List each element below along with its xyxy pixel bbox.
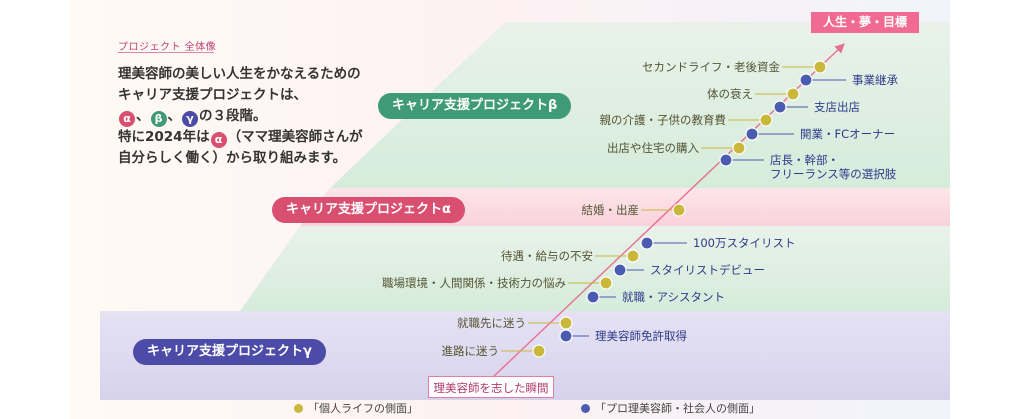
legend-pro-text: 「プロ理美容師・社会人の側面」 [595,402,760,415]
milestone-label-3: 就職先に迷う [457,316,526,330]
beta-badge: β [150,111,167,127]
tag-underline [118,52,214,53]
milestone-label-16: 事業継承 [852,73,898,87]
project-alpha-label: キャリア支援プロジェクトα [272,197,465,223]
pro-milestone-dot-10 [719,153,733,167]
stages-suffix: の３段階。 [199,108,267,124]
project-beta-label: キャリア支援プロジェクトβ [378,93,572,119]
legend-pro-dot [581,404,590,413]
intro-line-4-prefix: 特に2024年は [118,129,210,145]
life-milestone-dot-7 [626,249,640,263]
milestone-label-10: 店長・幹部・フリーランス等の選択肢 [770,153,897,181]
milestone-label-2: 理美容師免許取得 [595,329,687,343]
life-milestone-dot-9 [672,203,686,217]
legend-life-text: 「個人ライフの側面」 [308,402,418,415]
band-gamma [100,311,950,400]
milestone-label-7: 待遇・給与の不安 [501,249,593,263]
band-beta [330,22,950,188]
project-gamma-label: キャリア支援プロジェクトγ [133,339,326,365]
intro-line-1: 理美容師の美しい人生をかなえるための [118,66,361,82]
life-milestone-dot-3 [559,316,573,330]
milestone-label-13: 親の介護・子供の教育費 [599,113,727,127]
milestone-leader-lines [501,66,846,352]
milestone-label-12: 開業・FCオーナー [800,127,896,141]
goal-box: 人生・夢・目標 [811,12,919,33]
legend-life-dot [294,404,303,413]
milestone-label-5: 職場環境・人間関係・技術力の悩み [382,276,566,290]
milestone-label-9: 結婚・出産 [581,203,640,217]
pro-milestone-dot-16 [799,73,813,87]
start-box: 理美容師を志した瞬間 [428,376,554,398]
alpha-badge-2: α [210,132,227,148]
band-beta-lower [240,226,950,311]
milestone-dots [532,60,827,358]
life-milestone-dot-11 [732,141,746,155]
pro-milestone-dot-6 [613,263,627,277]
milestone-label-4: 就職・アシスタント [622,290,726,304]
life-milestone-dot-17 [813,60,827,74]
life-milestone-dot-15 [786,87,800,101]
legend-life: 「個人ライフの側面」 [294,400,418,416]
pro-milestone-dot-14 [773,100,787,114]
milestone-label-8: 100万スタイリスト [693,236,796,250]
legend-pro: 「プロ理美容師・社会人の側面」 [581,400,760,416]
pro-milestone-dot-12 [745,127,759,141]
pro-milestone-dot-4 [586,290,600,304]
overview-tag: プロジェクト 全体像 [118,42,217,53]
alpha-badge: α [119,111,135,127]
milestone-label-15: 体の衰え [707,87,753,101]
milestone-label-6: スタイリストデビュー [650,263,765,277]
milestone-label-11: 出店や住宅の購入 [607,141,699,155]
gamma-badge: γ [182,111,198,127]
pro-milestone-dot-8 [640,236,654,250]
milestone-label-1: 進路に迷う [441,344,500,358]
intro-line-4-suffix: （ママ理美容師さんが [227,129,363,145]
intro-line-2: キャリア支援プロジェクトは、 [118,87,307,103]
life-milestone-dot-5 [599,276,613,290]
milestone-label-17: セカンドライフ・老後資金 [642,60,780,74]
pro-milestone-dot-2 [559,329,573,343]
life-milestone-dot-13 [759,113,773,127]
life-milestone-dot-1 [532,344,546,358]
milestone-label-14: 支店出店 [814,100,860,114]
intro-line-5: 自分らしく働く）から取り組みます。 [118,150,347,166]
